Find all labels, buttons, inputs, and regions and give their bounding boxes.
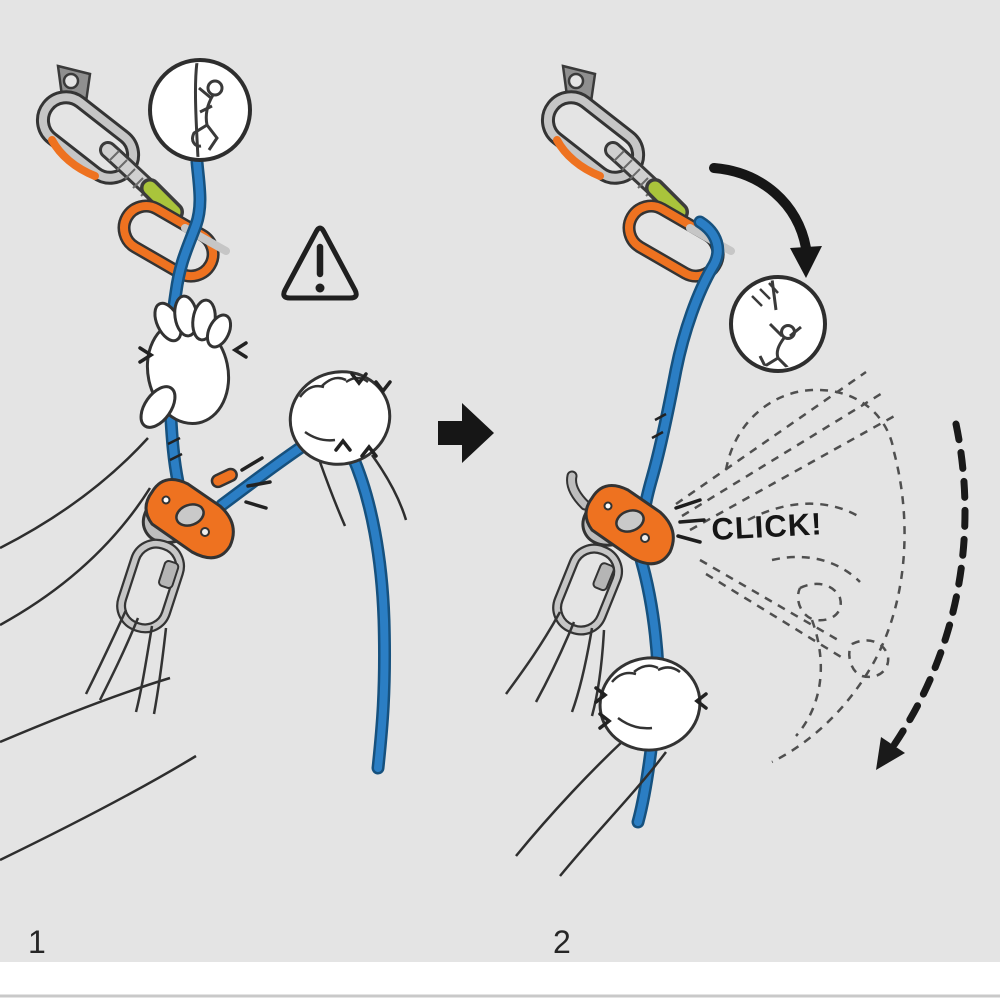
step1-number: 1 [28, 924, 46, 960]
falling-climber-inset-icon [729, 275, 827, 373]
harness-loops [84, 609, 168, 715]
curved-fall-arrow-icon [709, 163, 822, 278]
grip-motion-marks [334, 372, 392, 458]
quickdraw-icon [35, 90, 230, 283]
guide-hand-icon [138, 294, 248, 429]
belayer-arm-sketch [0, 437, 408, 862]
belay-device-icon [141, 456, 272, 560]
step-arrow-icon [438, 403, 494, 463]
belayer-arm-sketch [515, 739, 667, 877]
climber-inset-icon [148, 58, 252, 162]
climbing-rope [162, 155, 392, 775]
harness-loops [504, 611, 606, 717]
brake-fist-icon [594, 656, 708, 752]
grip-motion-marks [138, 341, 248, 364]
click-label: CLICK! [711, 506, 824, 547]
warning-triangle-icon [281, 225, 359, 301]
click-sound-lines [674, 498, 706, 544]
cam-engage-spark-lines [240, 456, 272, 510]
footer-strip [0, 962, 1000, 1000]
panel-step2: CLICK! 2 [504, 64, 969, 960]
diagram-background [0, 0, 1000, 962]
panel-step1: 1 [0, 58, 408, 960]
step2-number: 2 [553, 924, 571, 960]
belay-device-icon [566, 470, 706, 566]
dashed-rotation-arrow-icon [876, 420, 969, 770]
dashed-belayer-ghost [675, 370, 906, 764]
locking-carabiner-icon [116, 538, 186, 634]
climbing-rope [631, 215, 725, 829]
brake-fist-icon [288, 370, 392, 466]
grip-motion-marks [594, 686, 708, 730]
